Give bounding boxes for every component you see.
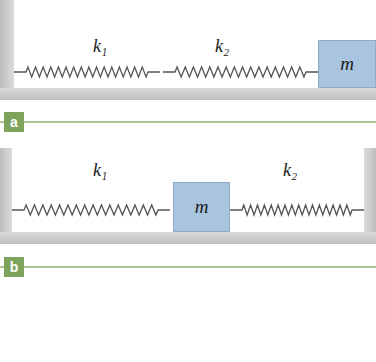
wall [0,148,376,244]
mass-label: m [340,53,354,75]
spring-constant: k₂ [283,160,297,181]
divider-line [0,266,376,268]
panel-letter: b [10,259,19,275]
divider-line [0,121,376,123]
spring-constant: k₁ [93,160,107,181]
panel-letter: a [10,114,18,130]
panel-tag: b [4,257,24,277]
spring-constant: k₁ [93,36,107,57]
mass-label: m [195,196,209,218]
spring-constant: k₂ [215,36,229,57]
mass-block: m [318,40,376,88]
spring [12,205,170,215]
panel-tag: a [4,112,24,132]
mass-block: m [173,182,230,232]
wall [0,0,376,100]
spring [230,205,364,215]
spring [163,67,318,77]
spring [14,67,160,77]
